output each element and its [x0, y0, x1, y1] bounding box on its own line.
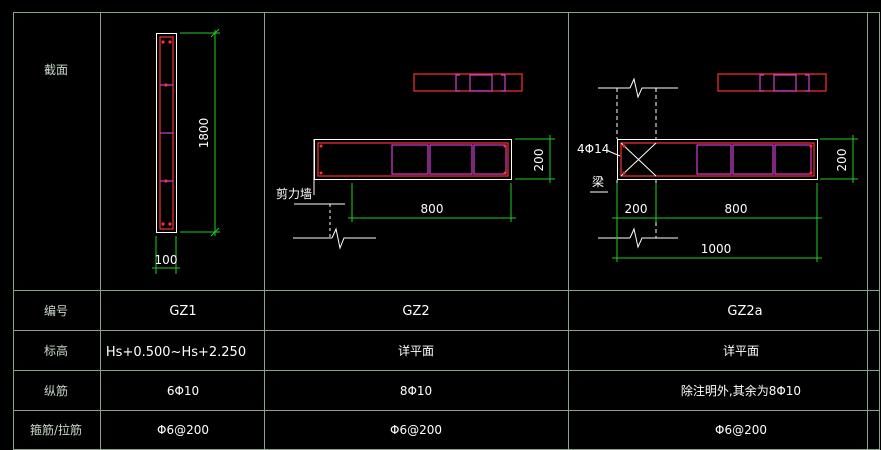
gz2-longitudinal: 8Φ10	[400, 384, 432, 398]
gz2a-beam-label: 梁	[592, 174, 604, 189]
gz2a-longitudinal: 除注明外,其余为8Φ10	[681, 383, 801, 398]
row-label-elevation: 标高	[44, 343, 68, 358]
gz2a-mid-dim: 800	[725, 202, 748, 216]
row-label-number: 编号	[44, 303, 68, 318]
row-label-longitudinal: 纵筋	[44, 383, 68, 398]
gz2a-height-dim: 200	[835, 149, 849, 172]
gz1-width-dim: 100	[155, 253, 178, 267]
gz2a-section	[590, 73, 858, 262]
gz2a-number: GZ2a	[727, 304, 762, 319]
gz2-elevation: 详平面	[398, 343, 434, 358]
gz1-height-dim: 1800	[197, 118, 211, 149]
gz1-elevation: Hs+0.500~Hs+2.250	[106, 345, 246, 360]
row-label-section: 截面	[44, 63, 68, 77]
gz2-number: GZ2	[402, 304, 429, 319]
gz1-stirrup: Φ6@200	[157, 423, 209, 437]
gz2a-stirrup: Φ6@200	[715, 423, 767, 437]
gz2a-elevation: 详平面	[723, 343, 759, 358]
gz2a-left-dim: 200	[625, 202, 648, 216]
gz2-section	[293, 73, 555, 250]
gz1-number: GZ1	[169, 304, 196, 319]
gz2-length-dim: 800	[421, 202, 444, 216]
gz2a-total-dim: 1000	[701, 242, 732, 256]
gz1-longitudinal: 6Φ10	[167, 384, 199, 398]
gz1-section	[152, 28, 220, 274]
gz2-height-dim: 200	[532, 149, 546, 172]
row-label-stirrup: 箍筋/拉筋	[30, 422, 82, 437]
gz2a-bar-label: 4Φ14	[577, 142, 609, 156]
gz2-stirrup: Φ6@200	[390, 423, 442, 437]
gz2-shear-wall-label: 剪力墙	[276, 186, 312, 201]
